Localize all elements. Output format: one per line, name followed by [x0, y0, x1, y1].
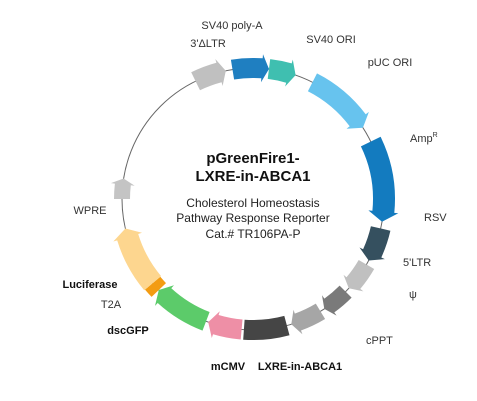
label-mcmv: mCMV [211, 361, 246, 373]
feature-rsv [359, 226, 391, 261]
feature-wpre [110, 178, 135, 199]
feature-dscgfp [155, 285, 210, 331]
feature-5ltr [343, 260, 375, 292]
feature-arrows [110, 54, 399, 341]
label-sv40-polya: SV40 poly-A [201, 20, 263, 32]
plasmid-subtitle-line2: Pathway Response Reporter [176, 211, 329, 225]
plasmid-title-line1: pGreenFire1- [206, 150, 299, 167]
feature-sv40-polya [230, 54, 269, 83]
plasmid-subtitle-line1: Cholesterol Homeostasis [186, 196, 319, 210]
label-lxre: LXRE-in-ABCA1 [258, 361, 342, 373]
label-puc-ori: pUC ORI [368, 57, 413, 69]
feature-sv40-ori [267, 59, 296, 87]
label-rsv: RSV [424, 212, 447, 224]
feature-psi [322, 285, 352, 316]
label-3ltr: 3'ΔLTR [190, 38, 226, 50]
label-luciferase: Luciferase [62, 279, 117, 291]
label-psi: ψ [409, 289, 417, 301]
label-amp: AmpR [410, 132, 438, 145]
label-t2a: T2A [101, 299, 122, 311]
label-wpre: WPRE [74, 205, 107, 217]
feature-puc-ori [307, 73, 369, 129]
plasmid-title-line2: LXRE-in-ABCA1 [196, 168, 311, 185]
label-sv40-ori: SV40 ORI [306, 34, 356, 46]
feature-lxre [243, 315, 290, 341]
label-dscgfp: dscGFP [107, 325, 149, 337]
label-amp-sup: R [433, 132, 438, 139]
feature-mcmv [208, 311, 243, 340]
feature-luciferase [113, 228, 162, 291]
plasmid-catalog: Cat.# TR106PA-P [206, 227, 301, 241]
label-5ltr: 5'LTR [403, 257, 431, 269]
feature-cppt [291, 303, 326, 335]
feature-amp [360, 136, 399, 222]
label-cppt: cPPT [366, 335, 393, 347]
label-amp-text: Amp [410, 133, 433, 145]
feature-3ltr [191, 59, 226, 91]
feature-t2a [145, 276, 166, 297]
